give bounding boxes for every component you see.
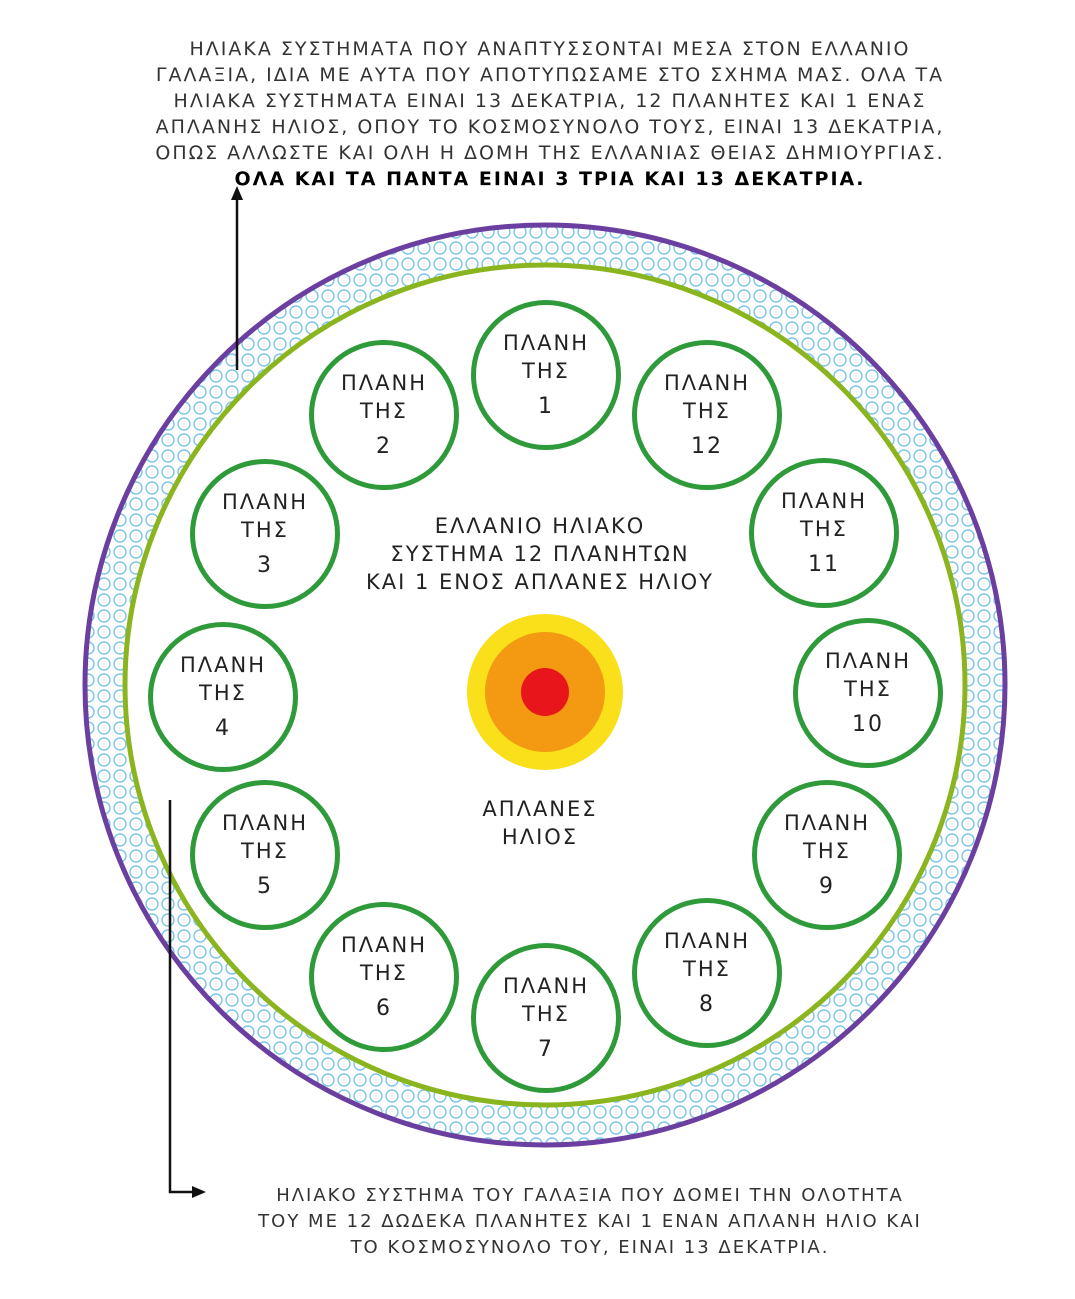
planet-4: ΠΛΑΝΗ ΤΗΣ 4: [148, 622, 298, 772]
center-label-line: ΕΛΛΑΝΙΟ ΗΛΙΑΚΟ: [434, 514, 646, 538]
sun-label: ΑΠΛΑΝΕΣ ΗΛΙΟΣ: [440, 795, 640, 851]
bottom-arrow-head: [192, 1186, 206, 1198]
planet-label-line2: ΤΗΣ: [800, 517, 848, 541]
planet-number: 3: [257, 553, 273, 578]
top-line: ΗΛΙΑΚΑ ΣΥΣΤΗΜΑΤΑ ΕΙΝΑΙ 13 ΔΕΚΑΤΡΙΑ, 12 Π…: [173, 90, 927, 112]
top-line: ΟΠΩΣ ΑΛΛΩΣΤΕ ΚΑΙ ΟΛΗ Η ΔΟΜΗ ΤΗΣ ΕΛΛΑΝΙΑΣ…: [155, 142, 945, 164]
planet-number: 4: [215, 716, 231, 741]
bottom-line: ΤΟΥ ΜΕ 12 ΔΩΔΕΚΑ ΠΛΑΝΗΤΕΣ ΚΑΙ 1 ΕΝΑΝ ΑΠΛ…: [258, 1211, 922, 1232]
top-line: ΑΠΛΑΝΗΣ ΗΛΙΟΣ, ΟΠΟΥ ΤΟ ΚΟΣΜΟΣΥΝΟΛΟ ΤΟΥΣ,…: [155, 116, 945, 138]
planet-6: ΠΛΑΝΗ ΤΗΣ 6: [309, 902, 459, 1052]
planet-7: ΠΛΑΝΗ ΤΗΣ 7: [471, 943, 621, 1093]
top-description: ΗΛΙΑΚΑ ΣΥΣΤΗΜΑΤΑ ΠΟΥ ΑΝΑΠΤΥΣΣΟΝΤΑΙ ΜΕΣΑ …: [100, 36, 1000, 192]
sun-core: [521, 668, 569, 716]
sun-label-line: ΗΛΙΟΣ: [501, 825, 579, 849]
planet-12: ΠΛΑΝΗ ΤΗΣ 12: [632, 340, 782, 490]
planet-label-line2: ΤΗΣ: [844, 677, 892, 701]
bottom-description: ΗΛΙΑΚΟ ΣΥΣΤΗΜΑ ΤΟΥ ΓΑΛΑΞΙΑ ΠΟΥ ΔΟΜΕΙ ΤΗΝ…: [200, 1183, 980, 1261]
planet-label-line1: ΠΛΑΝΗ: [780, 489, 868, 513]
planet-label-line1: ΠΛΑΝΗ: [221, 490, 309, 514]
planet-label-line2: ΤΗΣ: [522, 359, 570, 383]
planet-number: 12: [691, 434, 723, 459]
bottom-line: ΤΟ ΚΟΣΜΟΣΥΝΟΛΟ ΤΟΥ, ΕΙΝΑΙ 13 ΔΕΚΑΤΡΙΑ.: [350, 1237, 830, 1258]
planet-11: ΠΛΑΝΗ ΤΗΣ 11: [749, 458, 899, 608]
planet-label-line2: ΤΗΣ: [360, 399, 408, 423]
planet-label-line1: ΠΛΑΝΗ: [783, 811, 871, 835]
planet-label-line2: ΤΗΣ: [241, 518, 289, 542]
center-label-line: ΚΑΙ 1 ΕΝΟΣ ΑΠΛΑΝΕΣ ΗΛΙΟΥ: [365, 570, 714, 594]
planet-3: ΠΛΑΝΗ ΤΗΣ 3: [190, 459, 340, 609]
planet-number: 2: [376, 434, 392, 459]
planet-label-line1: ΠΛΑΝΗ: [663, 371, 751, 395]
planet-2: ΠΛΑΝΗ ΤΗΣ 2: [309, 340, 459, 490]
planet-label-line2: ΤΗΣ: [199, 681, 247, 705]
planet-number: 11: [808, 552, 840, 577]
planet-label-line1: ΠΛΑΝΗ: [179, 653, 267, 677]
planet-number: 8: [699, 992, 715, 1017]
planet-9: ΠΛΑΝΗ ΤΗΣ 9: [752, 780, 902, 930]
planet-label-line1: ΠΛΑΝΗ: [502, 331, 590, 355]
planet-number: 5: [257, 874, 273, 899]
top-bold-line: ΟΛΑ ΚΑΙ ΤΑ ΠΑΝΤΑ ΕΙΝΑΙ 3 ΤΡΙΑ ΚΑΙ 13 ΔΕΚ…: [234, 168, 866, 190]
top-line: ΓΑΛΑΞΙΑ, ΙΔΙΑ ΜΕ ΑΥΤΑ ΠΟΥ ΑΠΟΤΥΠΩΣΑΜΕ ΣΤ…: [155, 64, 945, 86]
planet-label-line2: ΤΗΣ: [683, 399, 731, 423]
center-label-line: ΣΥΣΤΗΜΑ 12 ΠΛΑΝΗΤΩΝ: [390, 542, 690, 566]
planet-10: ΠΛΑΝΗ ΤΗΣ 10: [793, 618, 943, 768]
planet-label-line1: ΠΛΑΝΗ: [340, 371, 428, 395]
planet-1: ΠΛΑΝΗ ΤΗΣ 1: [471, 300, 621, 450]
bottom-arrow-line: [168, 800, 196, 1194]
planet-number: 1: [538, 394, 554, 419]
planet-5: ΠΛΑΝΗ ΤΗΣ 5: [190, 780, 340, 930]
top-line: ΗΛΙΑΚΑ ΣΥΣΤΗΜΑΤΑ ΠΟΥ ΑΝΑΠΤΥΣΣΟΝΤΑΙ ΜΕΣΑ …: [189, 38, 911, 60]
planet-label-line2: ΤΗΣ: [360, 961, 408, 985]
planet-number: 9: [819, 874, 835, 899]
planet-number: 6: [376, 996, 392, 1021]
planet-label-line2: ΤΗΣ: [241, 839, 289, 863]
planet-label-line2: ΤΗΣ: [803, 839, 851, 863]
top-arrow-head: [231, 186, 243, 200]
sun-label-line: ΑΠΛΑΝΕΣ: [482, 797, 598, 821]
planet-label-line2: ΤΗΣ: [683, 957, 731, 981]
planet-label-line1: ΠΛΑΝΗ: [502, 974, 590, 998]
planet-label-line1: ΠΛΑΝΗ: [824, 649, 912, 673]
planet-label-line1: ΠΛΑΝΗ: [221, 811, 309, 835]
bottom-line: ΗΛΙΑΚΟ ΣΥΣΤΗΜΑ ΤΟΥ ΓΑΛΑΞΙΑ ΠΟΥ ΔΟΜΕΙ ΤΗΝ…: [276, 1185, 904, 1206]
center-label: ΕΛΛΑΝΙΟ ΗΛΙΑΚΟ ΣΥΣΤΗΜΑ 12 ΠΛΑΝΗΤΩΝ ΚΑΙ 1…: [330, 512, 750, 596]
planet-8: ΠΛΑΝΗ ΤΗΣ 8: [632, 898, 782, 1048]
planet-label-line1: ΠΛΑΝΗ: [340, 933, 428, 957]
planet-label-line2: ΤΗΣ: [522, 1002, 570, 1026]
planet-number: 10: [852, 712, 884, 737]
planet-number: 7: [538, 1037, 554, 1062]
planet-label-line1: ΠΛΑΝΗ: [663, 929, 751, 953]
